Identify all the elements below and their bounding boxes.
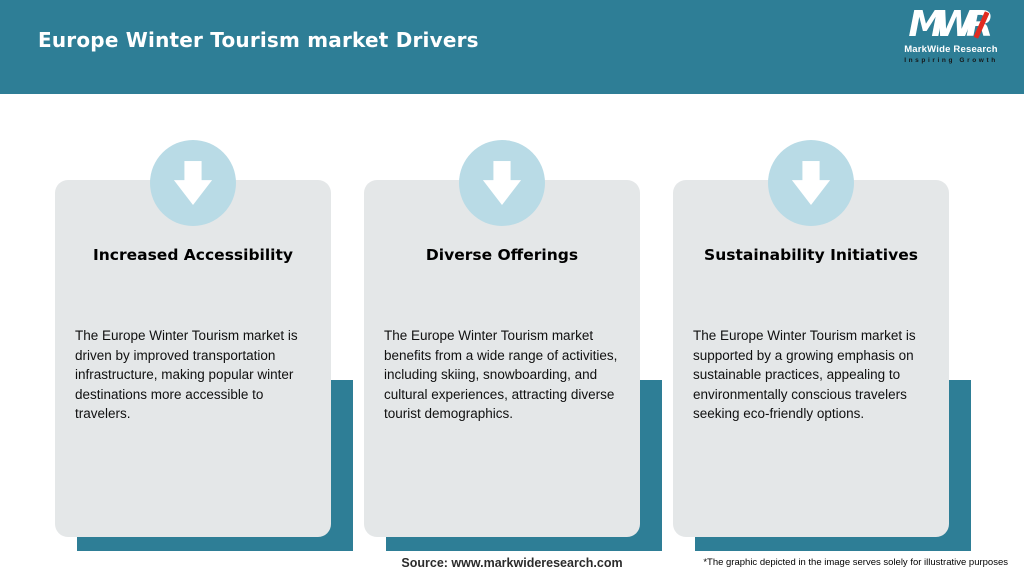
- card-panel: Increased Accessibility The Europe Winte…: [55, 180, 331, 537]
- logo-tagline-text: Inspiring Growth: [904, 57, 998, 64]
- driver-card-sustainability: Sustainability Initiatives The Europe Wi…: [673, 140, 971, 551]
- driver-card-offerings: Diverse Offerings The Europe Winter Tour…: [364, 140, 662, 551]
- arrow-circle: [459, 140, 545, 226]
- card-title: Increased Accessibility: [92, 246, 294, 264]
- header-banner: Europe Winter Tourism market Drivers MWR…: [0, 0, 1024, 94]
- source-text: Source: www.markwideresearch.com: [401, 556, 623, 570]
- markwide-logo: MWR MarkWide Research Inspiring Growth: [896, 7, 1006, 65]
- card-title: Diverse Offerings: [425, 246, 579, 264]
- disclaimer-text: *The graphic depicted in the image serve…: [703, 557, 1008, 568]
- card-panel: Diverse Offerings The Europe Winter Tour…: [364, 180, 640, 537]
- arrow-circle: [150, 140, 236, 226]
- page-title: Europe Winter Tourism market Drivers: [38, 28, 479, 52]
- card-body: The Europe Winter Tourism market benefit…: [384, 328, 618, 422]
- cards-row: Increased Accessibility The Europe Winte…: [55, 140, 971, 551]
- card-body: The Europe Winter Tourism market is supp…: [693, 328, 916, 422]
- driver-card-accessibility: Increased Accessibility The Europe Winte…: [55, 140, 353, 551]
- card-title: Sustainability Initiatives: [704, 246, 918, 264]
- arrow-down-icon: [482, 161, 522, 205]
- arrow-down-icon: [791, 161, 831, 205]
- card-panel: Sustainability Initiatives The Europe Wi…: [673, 180, 949, 537]
- arrow-down-icon: [173, 161, 213, 205]
- logo-monogram: MWR: [908, 7, 993, 43]
- logo-brand-text: MarkWide Research: [904, 44, 998, 55]
- card-body: The Europe Winter Tourism market is driv…: [75, 328, 298, 422]
- arrow-circle: [768, 140, 854, 226]
- logo-monogram-text: MWR: [908, 4, 993, 45]
